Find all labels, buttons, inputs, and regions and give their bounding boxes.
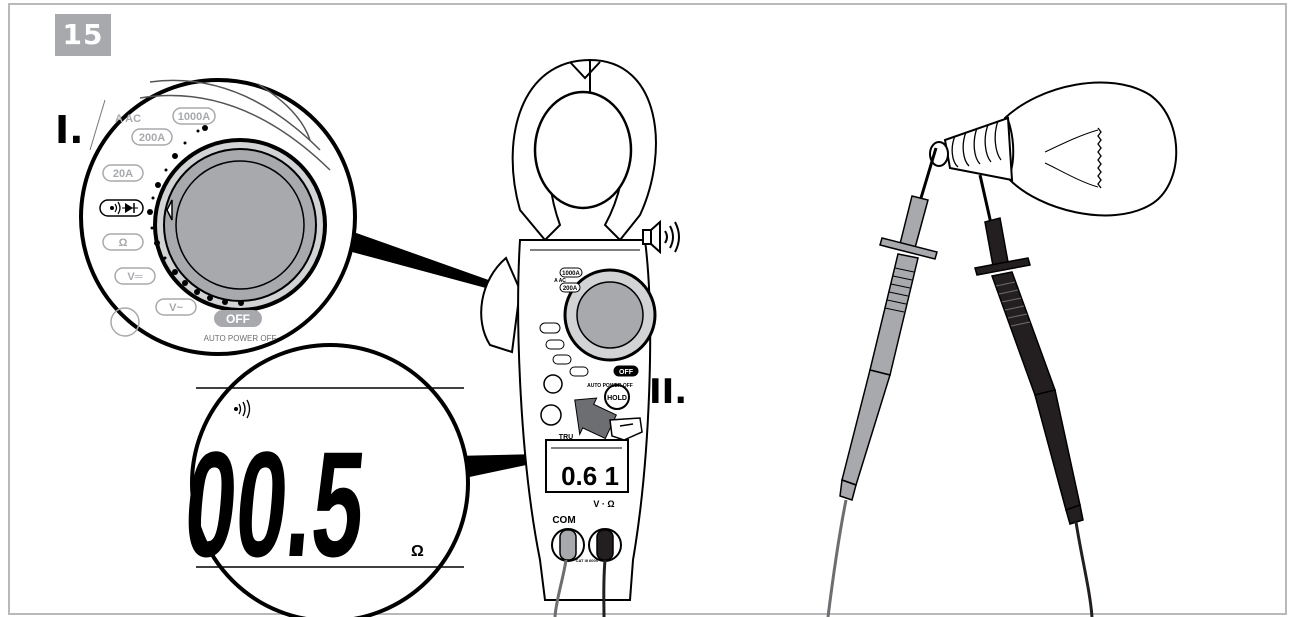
grey-lead-from-meter bbox=[553, 559, 568, 617]
range-vac-label: V~ bbox=[169, 302, 183, 314]
black-lead-from-meter bbox=[602, 559, 607, 617]
meter-aac-label: A AC bbox=[554, 278, 566, 284]
meter-range-200a: 200A bbox=[563, 286, 578, 292]
jaw-trigger bbox=[480, 256, 522, 354]
grey-test-probe bbox=[826, 147, 938, 617]
range-200a-pill bbox=[131, 128, 173, 146]
filament bbox=[1097, 127, 1102, 189]
com-label: COM bbox=[552, 515, 575, 526]
hold-button bbox=[604, 384, 630, 410]
off-label: OFF bbox=[226, 312, 250, 326]
bulb-base bbox=[943, 116, 1014, 182]
dial-zoom-circle: A AC 1000A 200A 20A Ω V═ V~ OFF AUTO POW… bbox=[79, 78, 357, 356]
dial-position-dots bbox=[147, 125, 244, 306]
range-200a-label: 200A bbox=[139, 132, 165, 144]
meter-auto-power-off: AUTO POWER OFF bbox=[587, 383, 633, 389]
range-ohm-label: Ω bbox=[119, 237, 128, 249]
light-button bbox=[543, 374, 563, 394]
meter-off-label: OFF bbox=[619, 369, 634, 376]
clamp-opening bbox=[533, 90, 633, 210]
meter-brand-fragment: TRU bbox=[559, 434, 573, 441]
range-20a-label: 20A bbox=[113, 168, 133, 180]
figure-frame bbox=[8, 3, 1287, 615]
grey-plug bbox=[559, 529, 577, 561]
speaker-icon bbox=[642, 219, 680, 255]
auto-power-off-label: AUTO POWER OFF bbox=[204, 334, 277, 343]
bulb-glass bbox=[1003, 81, 1178, 217]
continuity-indicator-icon bbox=[234, 399, 251, 419]
step-I-label: I. bbox=[55, 108, 84, 152]
meter-lcd bbox=[545, 439, 629, 493]
cat-label: CAT III 600V bbox=[576, 558, 599, 563]
lcd-unit: Ω bbox=[411, 543, 424, 560]
light-button-icon bbox=[110, 307, 140, 337]
display-zoom-circle: 00.5 Ω bbox=[179, 343, 470, 617]
pointing-hand-icon bbox=[609, 417, 643, 441]
knob-pointer-icon bbox=[166, 199, 173, 221]
meter-small-display: 0.6 1 bbox=[561, 461, 619, 491]
range-vdc-label: V═ bbox=[127, 271, 142, 283]
range-vac-pill bbox=[155, 298, 197, 316]
meter-hold-label: HOLD bbox=[607, 395, 627, 402]
range-1000a-label: 1000A bbox=[178, 111, 210, 123]
range-continuity-pill bbox=[99, 199, 144, 217]
v-ohm-label: V · Ω bbox=[593, 499, 614, 509]
black-test-probe bbox=[974, 174, 1094, 617]
black-plug bbox=[596, 529, 614, 561]
lcd-reading: 00.5 bbox=[179, 420, 372, 588]
range-vdc-pill bbox=[114, 267, 156, 285]
range-20a-pill bbox=[102, 164, 144, 182]
range-1000a-pill bbox=[172, 107, 216, 125]
meter-range-1000a: 1000A bbox=[562, 271, 580, 277]
light-bulb bbox=[929, 81, 1178, 217]
range-ohm-pill bbox=[102, 233, 144, 251]
range-aac-label: A AC bbox=[115, 113, 141, 125]
step-II-label: II. bbox=[649, 372, 688, 412]
step-number-badge: 15 bbox=[55, 14, 111, 56]
mode-button bbox=[540, 404, 562, 426]
off-pill bbox=[214, 310, 262, 327]
continuity-diode-icon bbox=[110, 201, 138, 215]
